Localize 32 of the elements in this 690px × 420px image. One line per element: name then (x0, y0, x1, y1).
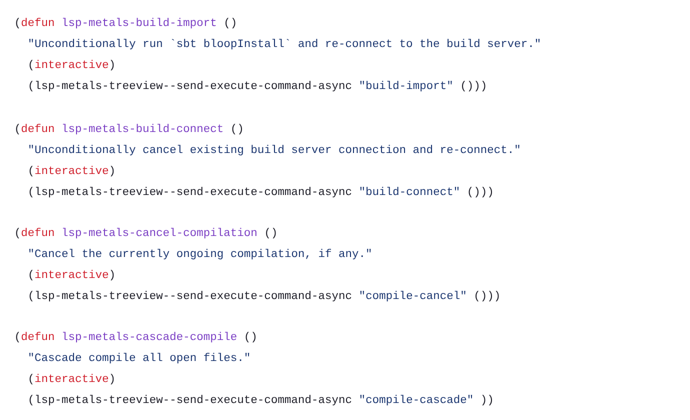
label: () (266, 228, 276, 238)
label: ( (16, 124, 20, 134)
code-line: (lsp-metals-treeview--send-execute-command-async "compile-cancel" ())) (30, 290, 499, 302)
code-line: "Unconditionally cancel existing build server connection and re-connect." (29, 144, 520, 156)
code-line: "Unconditionally run `sbt bloopInstall` and re-connect to the build server." (29, 38, 540, 50)
code-line: ( interactive ) (30, 374, 114, 384)
label: ( (16, 18, 20, 28)
code-line: ( defun lsp-metals-cascade-compile () (16, 332, 256, 342)
code-line: "Cascade compile all open files." (29, 352, 250, 364)
code-line: (lsp-metals-treeview--send-execute-command-async "compile-cascade" )) (30, 394, 492, 406)
code-line: ( interactive ) (30, 60, 114, 70)
label: ( (16, 332, 20, 342)
label: defun (22, 228, 54, 236)
code-line: (lsp-metals-treeview--send-execute-command-async "build-connect" ())) (30, 186, 492, 198)
label: () (226, 18, 236, 28)
label: ( (16, 228, 20, 238)
code-line: ( defun lsp-metals-cancel-compilation () (16, 228, 276, 238)
label: defun (22, 332, 54, 340)
label: defun (22, 124, 54, 132)
code-line: ( interactive ) (30, 270, 114, 280)
code-line: (lsp-metals-treeview--send-execute-command-async "build-import" ())) (30, 80, 486, 92)
label: lsp-metals-cascade-compile (62, 332, 236, 342)
code-line: ( defun lsp-metals-build-import () (16, 18, 236, 28)
code-line: "Cancel the currently ongoing compilation, if any." (29, 248, 371, 260)
label: lsp-metals-build-import (62, 18, 216, 28)
label: () (246, 332, 256, 342)
code-line: ( interactive ) (30, 166, 114, 176)
label: lsp-metals-build-connect (62, 124, 222, 134)
label: defun (22, 18, 54, 26)
label: () (232, 124, 242, 134)
code-line: ( defun lsp-metals-build-connect () (16, 124, 242, 134)
label: lsp-metals-cancel-compilation (62, 228, 256, 238)
